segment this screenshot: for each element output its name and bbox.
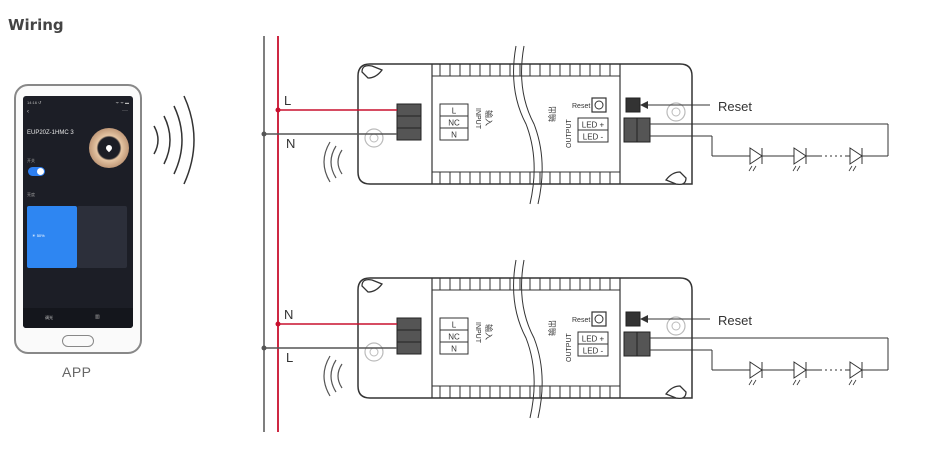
brightness-slider-track[interactable] [77,206,127,268]
input-terminal-bottom-2: NC [448,333,460,342]
brightness-dial[interactable] [89,128,129,168]
brightness-value: ☀ 50% [32,233,45,238]
output-label-cn-top: 输出 [547,106,557,122]
bus-label-top-upper: L [284,93,291,108]
led-driver-top [261,45,889,205]
input-terminal-top-3: N [451,131,457,140]
more-icon[interactable]: ··· [122,108,128,114]
output-label-en-bottom: OUTPUT [566,333,573,363]
input-terminal-top-1: L [452,107,457,116]
bus-label-bottom-upper: N [284,307,293,322]
reset-small-top: Reset [572,103,590,110]
tab-dimming[interactable]: 调光 [45,315,53,320]
page-title: Wiring [8,16,64,34]
bottom-tab-bar: 调光 ▥ [23,308,133,328]
reset-callout-bottom: Reset [718,313,752,328]
input-label-cn-bottom: 输入 [484,324,494,340]
status-time: 14:16 ↺ [27,100,42,105]
tab-grid[interactable]: ▥ [95,314,100,320]
input-label-en-bottom: INPUT [474,322,481,344]
phone-screen: 14:16 ↺ ᯤ ᯤ ▬ ‹ ··· EUP20Z-1HMC 3 开关 亮度 … [23,96,133,328]
brightness-slider[interactable]: ☀ 50% [27,206,77,268]
input-terminal-top-2: NC [448,119,460,128]
status-icons: ᯤ ᯤ ▬ [115,100,129,105]
power-toggle[interactable] [28,167,45,176]
output-terminal-bottom-1: LED + [582,335,605,344]
switch-label: 开关 [27,158,35,163]
output-terminal-bottom-2: LED - [583,347,604,356]
input-terminal-bottom-3: N [451,345,457,354]
bus-label-bottom-lower: L [286,350,293,365]
home-button [62,335,94,347]
app-label: APP [62,364,92,380]
led-driver-bottom [261,259,889,419]
bus-label-top-lower: N [286,136,295,151]
smartphone: 14:16 ↺ ᯤ ᯤ ▬ ‹ ··· EUP20Z-1HMC 3 开关 亮度 … [14,84,142,354]
reset-small-bottom: Reset [572,317,590,324]
device-name: EUP20Z-1HMC 3 [27,130,74,136]
reset-callout-top: Reset [718,99,752,114]
wireless-signal-icon [153,95,195,185]
input-label-en-top: INPUT [474,108,481,130]
chevron-left-icon[interactable]: ‹ [27,109,29,115]
output-label-en-top: OUTPUT [566,119,573,149]
input-label-cn-top: 输入 [484,110,494,126]
output-terminal-top-1: LED + [582,121,605,130]
brightness-label: 亮度 [27,192,35,197]
output-terminal-top-2: LED - [583,133,604,142]
output-label-cn-bottom: 输出 [547,320,557,336]
input-terminal-bottom-1: L [452,321,457,330]
